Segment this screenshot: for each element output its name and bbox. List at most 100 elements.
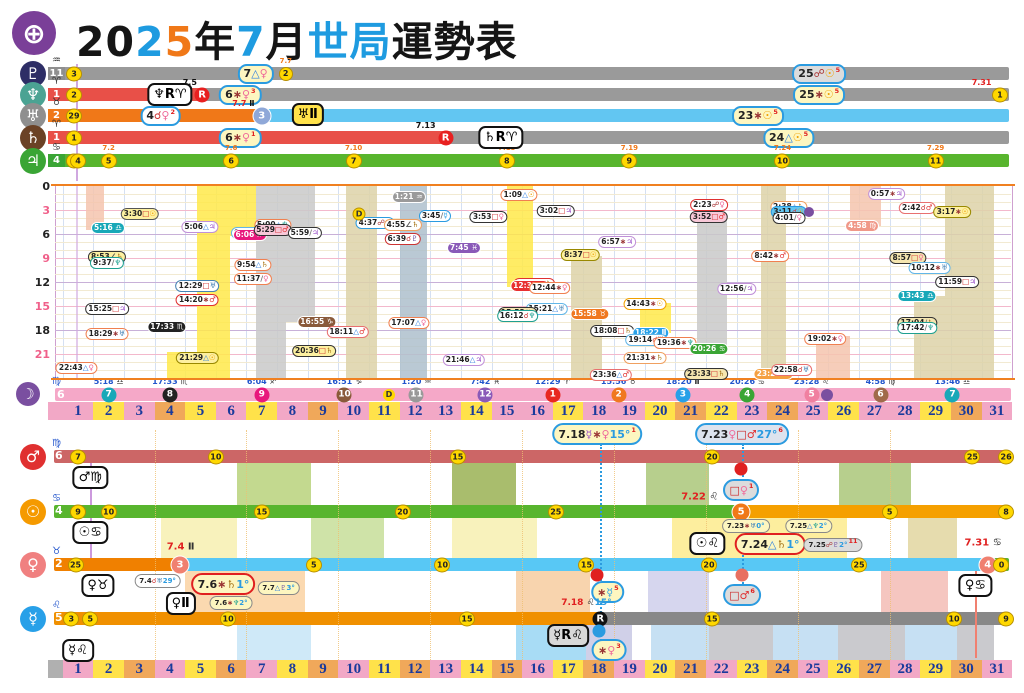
grid-aspect-label: 3:53□♀ (469, 211, 508, 224)
text-part: □ (274, 225, 283, 234)
text-part: 13:46 (934, 377, 964, 386)
text-part: 16:51 (326, 377, 356, 386)
text-part: 4:01 (775, 213, 794, 222)
degree-dot: 9 (70, 504, 86, 519)
text-part: ☍ (711, 200, 720, 210)
orb-superscript: 5 (834, 86, 840, 95)
aspect-band (310, 518, 385, 558)
text-part: ♀ (796, 213, 803, 222)
text-part: 23:33 (687, 369, 711, 379)
moon-ingress-circle: 9 (254, 387, 270, 402)
degree-dot: 10 (946, 611, 963, 626)
moon-ingress-circle: 7 (101, 387, 117, 402)
text-part: 12:56 (719, 284, 744, 294)
grid-aspect-label: 19:36∗♆ (653, 336, 697, 349)
moon-ingress-circle: 3 (675, 387, 691, 402)
aspect-bubble: 24△☉5 (763, 127, 815, 148)
day-number: 31 (981, 660, 1013, 678)
text-part: ♀ (918, 253, 924, 262)
moon-ingress-circle: 2 (611, 387, 627, 402)
grid-aspect-label: 11:37∕♀ (233, 272, 272, 285)
text-part: 29° (162, 577, 176, 585)
new-moon-marker (820, 388, 833, 401)
grid-aspect-label: 4:55∠♄ (383, 219, 422, 232)
day-dotted-line (889, 430, 891, 660)
full-moon-marker: D (382, 388, 395, 401)
hour-line (55, 266, 1011, 267)
moon-ingress-circle: 8 (162, 387, 178, 402)
orb-superscript: 5 (803, 129, 809, 138)
text-part: ♂ (282, 225, 289, 234)
text-part: 14:43 (626, 298, 651, 308)
degree-dot: 15 (704, 611, 721, 626)
planet-icon-mercury: ☿ (20, 605, 46, 632)
text-part: ♎ (116, 377, 124, 386)
text-part: 2° (818, 522, 828, 530)
day-number: 6 (215, 402, 247, 420)
degree-dot: 15 (253, 504, 270, 519)
text-part: 18:29 (88, 329, 113, 338)
text-part: ♀ (241, 131, 251, 144)
text-part: □ (202, 281, 210, 290)
text-part: ♎ (963, 377, 971, 386)
text-part: ☿ (606, 585, 614, 599)
text-part: ☉ (149, 209, 157, 218)
text-part: △ (251, 67, 260, 80)
aspect-band (160, 518, 238, 558)
text-part: ∕ (793, 213, 797, 222)
bar-neptune (202, 88, 1010, 101)
text-part: ♀ (241, 88, 251, 101)
grid-aspect-label: 12:56∕♃ (716, 283, 757, 296)
text-part: ☉ (527, 190, 535, 200)
text-part: 1° (786, 537, 800, 551)
text-part: ♀ (719, 200, 725, 210)
text-part: ♄ (116, 252, 123, 261)
day-number: 24 (767, 402, 798, 420)
grid-aspect-label: 7:45 ♓ (446, 242, 481, 254)
sign-number: 4 (55, 504, 63, 517)
hour-line (55, 338, 1011, 339)
text-part: 19:02 (807, 333, 832, 343)
grid-aspect-label: 18:29∗♅ (85, 328, 129, 340)
text-part: ∕ (111, 257, 115, 267)
text-part: ♆ (114, 257, 122, 267)
text-part: ♂ (622, 369, 630, 379)
aspect-bubble: 7.23♀□♂27°6 (695, 423, 789, 445)
aspect-bubble: 6∗♀3 (219, 84, 262, 105)
text-part: 15:56 (600, 377, 630, 386)
text-part: ♀ (88, 362, 95, 372)
aspect-band (646, 463, 709, 505)
text-part: □ (142, 209, 150, 218)
degree-dot: 20 (700, 557, 717, 572)
aspect-node-dot (735, 568, 749, 582)
bar-venus (54, 558, 180, 571)
label-box: ♆R♈ (147, 83, 193, 106)
label-box: ☿R♌ (547, 624, 589, 647)
text-part: ♂ (925, 202, 933, 212)
grid-aspect-label: 2:42☌♂ (899, 201, 936, 214)
date-label: 7.31 (972, 78, 992, 87)
text-part: ♃ (969, 277, 976, 286)
degree-dot: 9 (621, 153, 638, 168)
text-part: □ (962, 277, 970, 286)
text-part: □ (617, 326, 625, 336)
text-part: 10:12 (911, 263, 935, 273)
grid-aspect-label: 17:33 ♏ (147, 320, 187, 333)
hour-line (55, 250, 1011, 251)
text-part: 21:29 (179, 353, 204, 362)
hour-label: 21 (34, 348, 50, 361)
text-part: 6:04 (246, 377, 270, 386)
text-part: ♃ (208, 221, 216, 231)
text-part: ♐ (269, 377, 277, 386)
text-part: ♀ (607, 643, 616, 657)
day-number: 24 (767, 660, 798, 678)
text-part: 7.13 (415, 121, 436, 130)
text-part: 23:28 (756, 369, 784, 378)
text-part: ∗ (227, 599, 233, 607)
void-band (506, 186, 533, 287)
text-part: ♎ (115, 223, 123, 233)
day-number: 3 (123, 402, 155, 420)
aspect-bubble: 7.25△♆2° (784, 519, 833, 533)
orb-superscript: 11 (848, 537, 858, 545)
text-part: △ (552, 303, 559, 313)
